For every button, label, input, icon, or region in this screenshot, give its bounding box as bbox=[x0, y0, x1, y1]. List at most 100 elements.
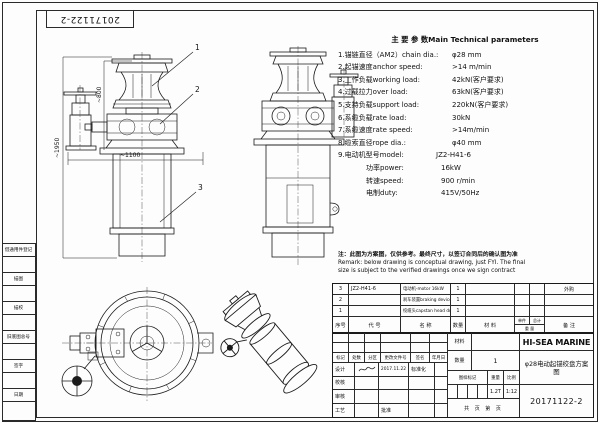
rev-cell bbox=[333, 343, 349, 353]
signature-scribble bbox=[358, 366, 375, 372]
sheet-count-footer: 共 页 第 页 bbox=[448, 399, 520, 417]
callout-3: 3 bbox=[198, 183, 203, 192]
front-view-left bbox=[63, 52, 185, 262]
bom-unit-weight bbox=[515, 284, 530, 295]
staff-cell bbox=[435, 376, 448, 390]
bom-no: 2 bbox=[333, 295, 349, 306]
note-line-en2: size is subject to the verified drawings… bbox=[338, 268, 516, 274]
plan-view bbox=[61, 287, 214, 401]
parameter-row: 6.系缆负载rate load:30kN bbox=[338, 112, 592, 125]
bom-unit-weight bbox=[515, 306, 530, 317]
callout-1: 1 bbox=[195, 43, 200, 52]
staff-cell bbox=[355, 390, 379, 404]
param-value: 415V/50Hz bbox=[441, 189, 480, 198]
rev-header-date: 年月日 bbox=[430, 353, 448, 363]
bom-header-total: 总计 bbox=[530, 317, 545, 325]
rev-cell bbox=[411, 333, 430, 343]
parameter-row: 8.缆索直径rope dia.:φ40 mm bbox=[338, 137, 592, 150]
rev-header-zone: 分区 bbox=[365, 353, 381, 363]
param-value: 63kN(客户要求) bbox=[452, 88, 504, 97]
margin-label-trace-check: 描校 bbox=[2, 302, 36, 315]
title-block: 标记 处数 分区 更改文件号 签名 年月日 设计 2017.11.22 标准化 … bbox=[332, 332, 594, 418]
material-label: 材料 bbox=[448, 333, 472, 351]
margin-label-signature: 签字 bbox=[2, 360, 36, 373]
param-value: 30kN bbox=[452, 113, 471, 122]
param-label: 转速speed: bbox=[366, 176, 404, 185]
bom-total-weight bbox=[530, 306, 545, 317]
margin-label-common-parts: 借通用件登记 bbox=[2, 244, 36, 257]
param-value: 220kN(客户要求) bbox=[452, 100, 509, 109]
company-name: HI-SEA MARINE bbox=[520, 333, 593, 351]
bom-qty: 1 bbox=[451, 284, 466, 295]
scale-label: 比例 bbox=[504, 371, 520, 385]
bom-code bbox=[349, 306, 401, 317]
rev-cell bbox=[381, 343, 411, 353]
bom-name: 绞缆头capstan head drum bbox=[401, 306, 451, 317]
bom-material bbox=[466, 284, 515, 295]
note-line-cn: 注：此图为方案图，仅供参考。最终尺寸，以签订合同后的确认图为准 bbox=[338, 252, 518, 258]
bom-header-qty: 数量 bbox=[451, 317, 466, 333]
staff-cell bbox=[435, 363, 448, 377]
callout-2: 2 bbox=[195, 85, 200, 94]
mark-box bbox=[478, 385, 488, 399]
staff-cell bbox=[409, 390, 435, 404]
weight-label: 重量 bbox=[488, 371, 504, 385]
sheet-inner-frame bbox=[36, 10, 594, 418]
staff-check-label: 校核 bbox=[333, 376, 355, 390]
margin-blank bbox=[2, 257, 36, 273]
param-label: 1.锚链直径（AM2）chain dia.: bbox=[338, 50, 439, 59]
rev-cell bbox=[430, 343, 448, 353]
bom-header-name: 名 称 bbox=[401, 317, 451, 333]
bom-unit-weight bbox=[515, 295, 530, 306]
bom-code: JZ2-H41-6 bbox=[349, 284, 401, 295]
staff-cell bbox=[379, 376, 409, 390]
staff-cell bbox=[435, 403, 448, 417]
param-label: 5.支持负载support load: bbox=[338, 100, 420, 109]
bom-header-code: 代 号 bbox=[349, 317, 401, 333]
bom-material bbox=[466, 306, 515, 317]
parameter-row: 2.起锚速度anchor speed:>14 m/min bbox=[338, 61, 592, 74]
parameter-row: 功率power: 16kW bbox=[338, 162, 592, 175]
rev-cell bbox=[333, 333, 349, 343]
bom-code bbox=[349, 295, 401, 306]
callout-leaders bbox=[151, 51, 197, 223]
staff-cell bbox=[355, 376, 379, 390]
bom-qty: 1 bbox=[451, 295, 466, 306]
bom-header-unit: 单件 bbox=[515, 317, 530, 325]
margin-label-old-master: 旧底图总号 bbox=[2, 331, 36, 344]
staff-approve-label: 批准 bbox=[379, 403, 409, 417]
margin-blank bbox=[2, 402, 36, 421]
margin-blank bbox=[2, 315, 36, 331]
parameter-row: 9.电动机型号model:JZ2-H41-6 bbox=[338, 149, 592, 162]
bom-header-material: 材 料 bbox=[466, 317, 515, 333]
parts-table: 3 JZ2-H41-6 电动机-motor 16kW 1 外购 2 刹车装置br… bbox=[332, 283, 594, 334]
bom-name: 刹车装置braking device bbox=[401, 295, 451, 306]
param-label: 电制duty: bbox=[366, 189, 398, 198]
param-value: 900 r/min bbox=[441, 176, 476, 185]
margin-strip: 借通用件登记 描图 描校 旧底图总号 签字 日期 bbox=[2, 243, 36, 421]
bom-material bbox=[466, 295, 515, 306]
param-label: 功率power: bbox=[366, 163, 404, 172]
rev-cell bbox=[349, 343, 365, 353]
note-line-en1: Remark: below drawing is conceptual draw… bbox=[338, 260, 526, 266]
mark-box bbox=[468, 385, 478, 399]
param-label: 3.工作负载working load: bbox=[338, 75, 420, 84]
rev-header-count: 处数 bbox=[349, 353, 365, 363]
material-value bbox=[472, 333, 520, 351]
bom-header-no: 序号 bbox=[333, 317, 349, 333]
staff-process-label: 工艺 bbox=[333, 403, 355, 417]
param-value: 16kW bbox=[441, 163, 461, 172]
rev-header-mark: 标记 bbox=[333, 353, 349, 363]
param-label: 4.过载拉力over load: bbox=[338, 88, 408, 97]
rev-cell bbox=[381, 333, 411, 343]
staff-cell bbox=[379, 390, 409, 404]
rev-cell bbox=[430, 333, 448, 343]
design-date: 2017.11.22 bbox=[379, 363, 409, 377]
dim-head-height: ~800 bbox=[96, 86, 103, 103]
parameter-row: 5.支持负载support load: 220kN(客户要求) bbox=[338, 99, 592, 112]
weight-value: 1.2T bbox=[488, 385, 504, 399]
param-value: JZ2-H41-6 bbox=[436, 151, 471, 160]
quantity-label: 数量 bbox=[448, 351, 472, 371]
rev-cell bbox=[365, 333, 381, 343]
bom-header-weight: 重 量 bbox=[515, 325, 545, 333]
